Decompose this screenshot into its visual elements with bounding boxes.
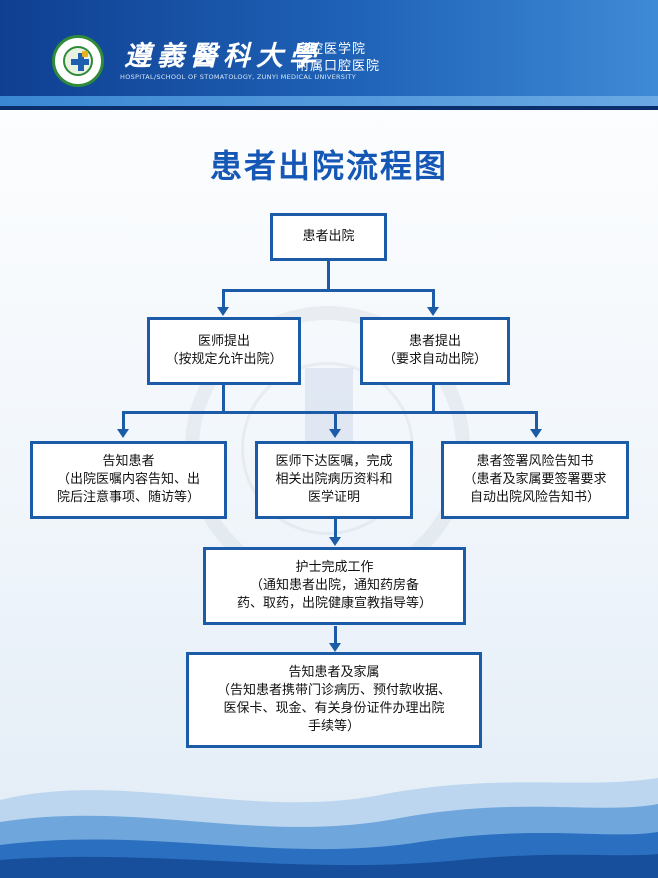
node-detail: （要求自动出院）	[382, 352, 487, 367]
arrow-to-order	[329, 429, 341, 438]
node-label: 患者提出	[408, 334, 461, 349]
connector-split-2	[122, 411, 538, 414]
node-risk-notice: 患者签署风险告知书 （患者及家属要签署要求 自动出院风险告知书）	[441, 441, 629, 519]
node-inform-family: 告知患者及家属 （告知患者携带门诊病历、预付款收据、 医保卡、现金、有关身份证件…	[186, 652, 482, 748]
node-detail: （按规定允许出院）	[165, 352, 283, 367]
node-inform-patient: 告知患者 （出院医嘱内容告知、出 院后注意事项、随访等）	[30, 441, 227, 519]
node-label: 医师提出	[197, 334, 250, 349]
node-detail: 院后注意事项、随访等）	[56, 490, 200, 505]
header-banner: 遵義醫科大學 口腔医学院 附属口腔医院 HOSPITAL/SCHOOL OF S…	[0, 0, 658, 110]
node-nurse-work: 护士完成工作 （通知患者出院，通知药房备 药、取药，出院健康宣教指导等）	[203, 547, 466, 625]
node-label: 患者出院	[302, 229, 355, 244]
connector-patient-down	[432, 384, 435, 413]
node-label: 医师下达医嘱，完成	[275, 454, 393, 469]
header-english-name: HOSPITAL/SCHOOL OF STOMATOLOGY, ZUNYI ME…	[120, 73, 356, 81]
node-label: 护士完成工作	[295, 560, 374, 575]
connector-order-down	[334, 519, 337, 539]
decorative-waves	[0, 778, 658, 878]
connector-nurse-down	[334, 626, 337, 646]
wave-bottom	[0, 854, 658, 878]
node-patient-discharge: 患者出院	[270, 213, 387, 261]
node-detail: 相关出院病历资料和	[275, 472, 393, 487]
logo-emblem	[63, 46, 93, 76]
logo-accent-mark	[82, 51, 88, 57]
node-doctor-order: 医师下达医嘱，完成 相关出院病历资料和 医学证明	[255, 441, 413, 519]
school-name-line2: 附属口腔医院	[296, 59, 381, 74]
node-patient-proposed: 患者提出 （要求自动出院）	[360, 317, 510, 385]
arrow-to-inform	[117, 429, 129, 438]
node-detail: 药、取药，出院健康宣教指导等）	[236, 596, 432, 611]
connector-to-doctor	[222, 289, 225, 309]
connector-split-1	[222, 289, 435, 292]
node-detail: 手续等）	[307, 719, 360, 734]
node-label: 告知患者及家属	[288, 665, 380, 680]
node-detail: （出院医嘱内容告知、出	[56, 472, 200, 487]
arrow-to-nurse	[329, 537, 341, 546]
node-detail: 医学证明	[307, 490, 360, 505]
node-detail: （患者及家属要签署要求	[463, 472, 607, 487]
arrow-to-family	[329, 643, 341, 652]
connector-to-order	[334, 411, 337, 431]
connector-to-risk	[535, 411, 538, 431]
university-name: 遵義醫科大學	[124, 41, 322, 72]
school-name-line1: 口腔医学院	[296, 42, 367, 57]
arrow-to-patient	[427, 307, 439, 316]
connector-doctor-down	[222, 384, 225, 413]
arrow-to-doctor	[217, 307, 229, 316]
node-label: 患者签署风险告知书	[476, 454, 594, 469]
node-detail: （告知患者携带门诊病历、预付款收据、	[216, 683, 451, 698]
node-label: 告知患者	[102, 454, 155, 469]
university-logo	[52, 35, 104, 87]
node-detail: （通知患者出院，通知药房备	[249, 578, 419, 593]
page-title: 患者出院流程图	[209, 147, 448, 185]
arrow-to-risk	[530, 429, 542, 438]
connector-start-down	[327, 260, 330, 290]
connector-to-patient	[432, 289, 435, 309]
node-doctor-proposed: 医师提出 （按规定允许出院）	[147, 317, 301, 385]
header-stripe	[0, 96, 658, 106]
node-detail: 医保卡、现金、有关身份证件办理出院	[223, 701, 445, 716]
logo-cross-horizontal	[71, 59, 89, 65]
node-detail: 自动出院风险告知书）	[469, 490, 600, 505]
connector-to-inform	[122, 411, 125, 431]
